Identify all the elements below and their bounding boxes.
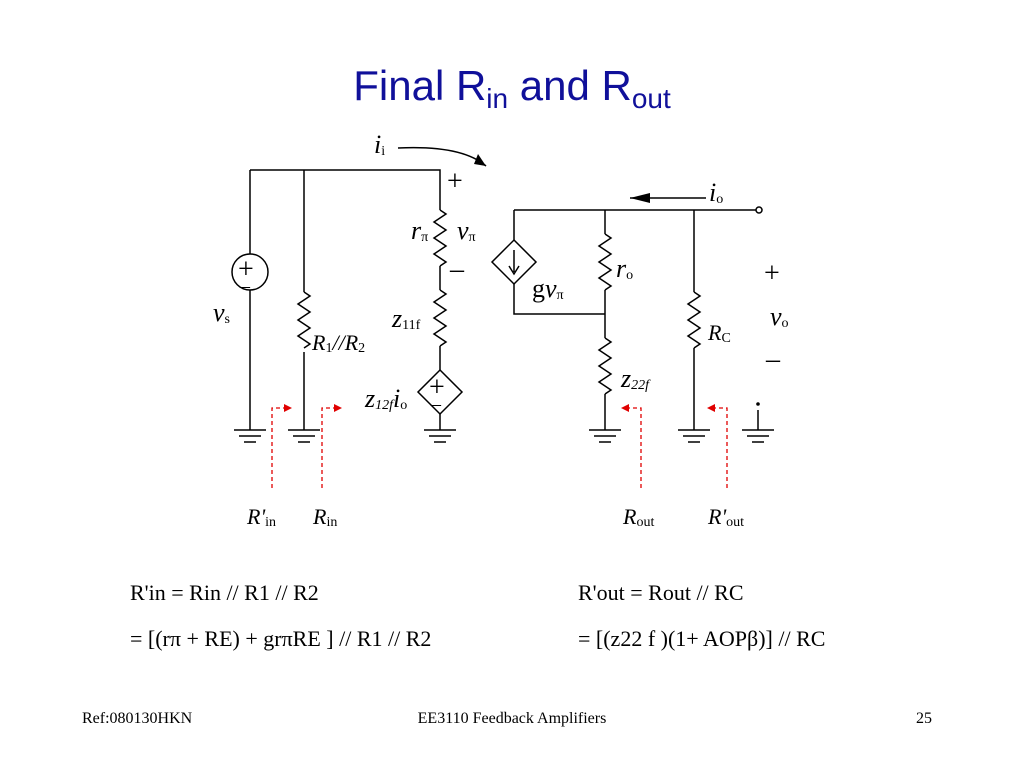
rout-equation-line2: = [(z22 f )(1+ AOPβ)] // RC bbox=[578, 626, 826, 651]
z22f-label: z22f bbox=[621, 364, 650, 393]
footer-course-title: EE3110 Feedback Amplifiers bbox=[417, 710, 607, 727]
resistor-rc bbox=[686, 291, 702, 349]
r1r2-label: R1//R2 bbox=[312, 330, 366, 356]
resistor-ro bbox=[597, 233, 613, 291]
source-plus-sign: + bbox=[429, 372, 445, 403]
footer-page-number: 25 bbox=[916, 710, 932, 727]
rin-equation-line2: = [(rπ + RE) + grπRE ] // R1 // R2 bbox=[130, 626, 432, 651]
rout-equation-line1: R'out = Rout // RC bbox=[578, 580, 744, 605]
resistor-z22f bbox=[597, 337, 613, 395]
ground-symbols bbox=[234, 429, 774, 443]
vs-label: vs bbox=[213, 298, 230, 327]
vpi-plus: + bbox=[447, 166, 463, 197]
ii-label: ii bbox=[374, 130, 386, 159]
resistor-z11f bbox=[432, 289, 448, 347]
rout-label: Rout bbox=[623, 504, 655, 530]
z12f-io-label: z12fio bbox=[365, 384, 408, 413]
vs-minus-sign: – bbox=[240, 275, 250, 297]
rout-prime-label: R'out bbox=[708, 504, 745, 530]
io-arrow bbox=[630, 193, 650, 203]
rin-label: Rin bbox=[313, 504, 338, 530]
vs-plus-sign: + bbox=[238, 254, 254, 285]
z11f-label: z11f bbox=[392, 304, 421, 333]
ii-arrow bbox=[397, 146, 487, 167]
source-minus-sign: – bbox=[431, 393, 441, 415]
ro-label: ro bbox=[616, 254, 634, 283]
vpi-minus: – bbox=[450, 254, 464, 285]
gvpi-label: gvπ bbox=[532, 274, 564, 303]
footer-reference: Ref:080130HKN bbox=[82, 710, 193, 727]
rin-equation-line1: R'in = Rin // R1 // R2 bbox=[130, 580, 319, 605]
rin-prime-label: R'in bbox=[247, 504, 277, 530]
rpi-label: rπ bbox=[411, 216, 429, 245]
slide-title: Final Rin and Rout bbox=[353, 62, 671, 114]
io-label: io bbox=[709, 178, 724, 207]
vo-plus: + bbox=[764, 258, 780, 289]
resistor-rpi bbox=[432, 209, 448, 267]
rc-label: RC bbox=[708, 320, 731, 346]
resistor-r1r2 bbox=[296, 291, 312, 349]
vpi-label: vπ bbox=[457, 216, 476, 245]
probe-arrows bbox=[271, 407, 728, 488]
input-top-wire bbox=[250, 169, 441, 196]
vo-label: vo bbox=[770, 302, 789, 331]
vo-minus: – bbox=[766, 344, 780, 375]
